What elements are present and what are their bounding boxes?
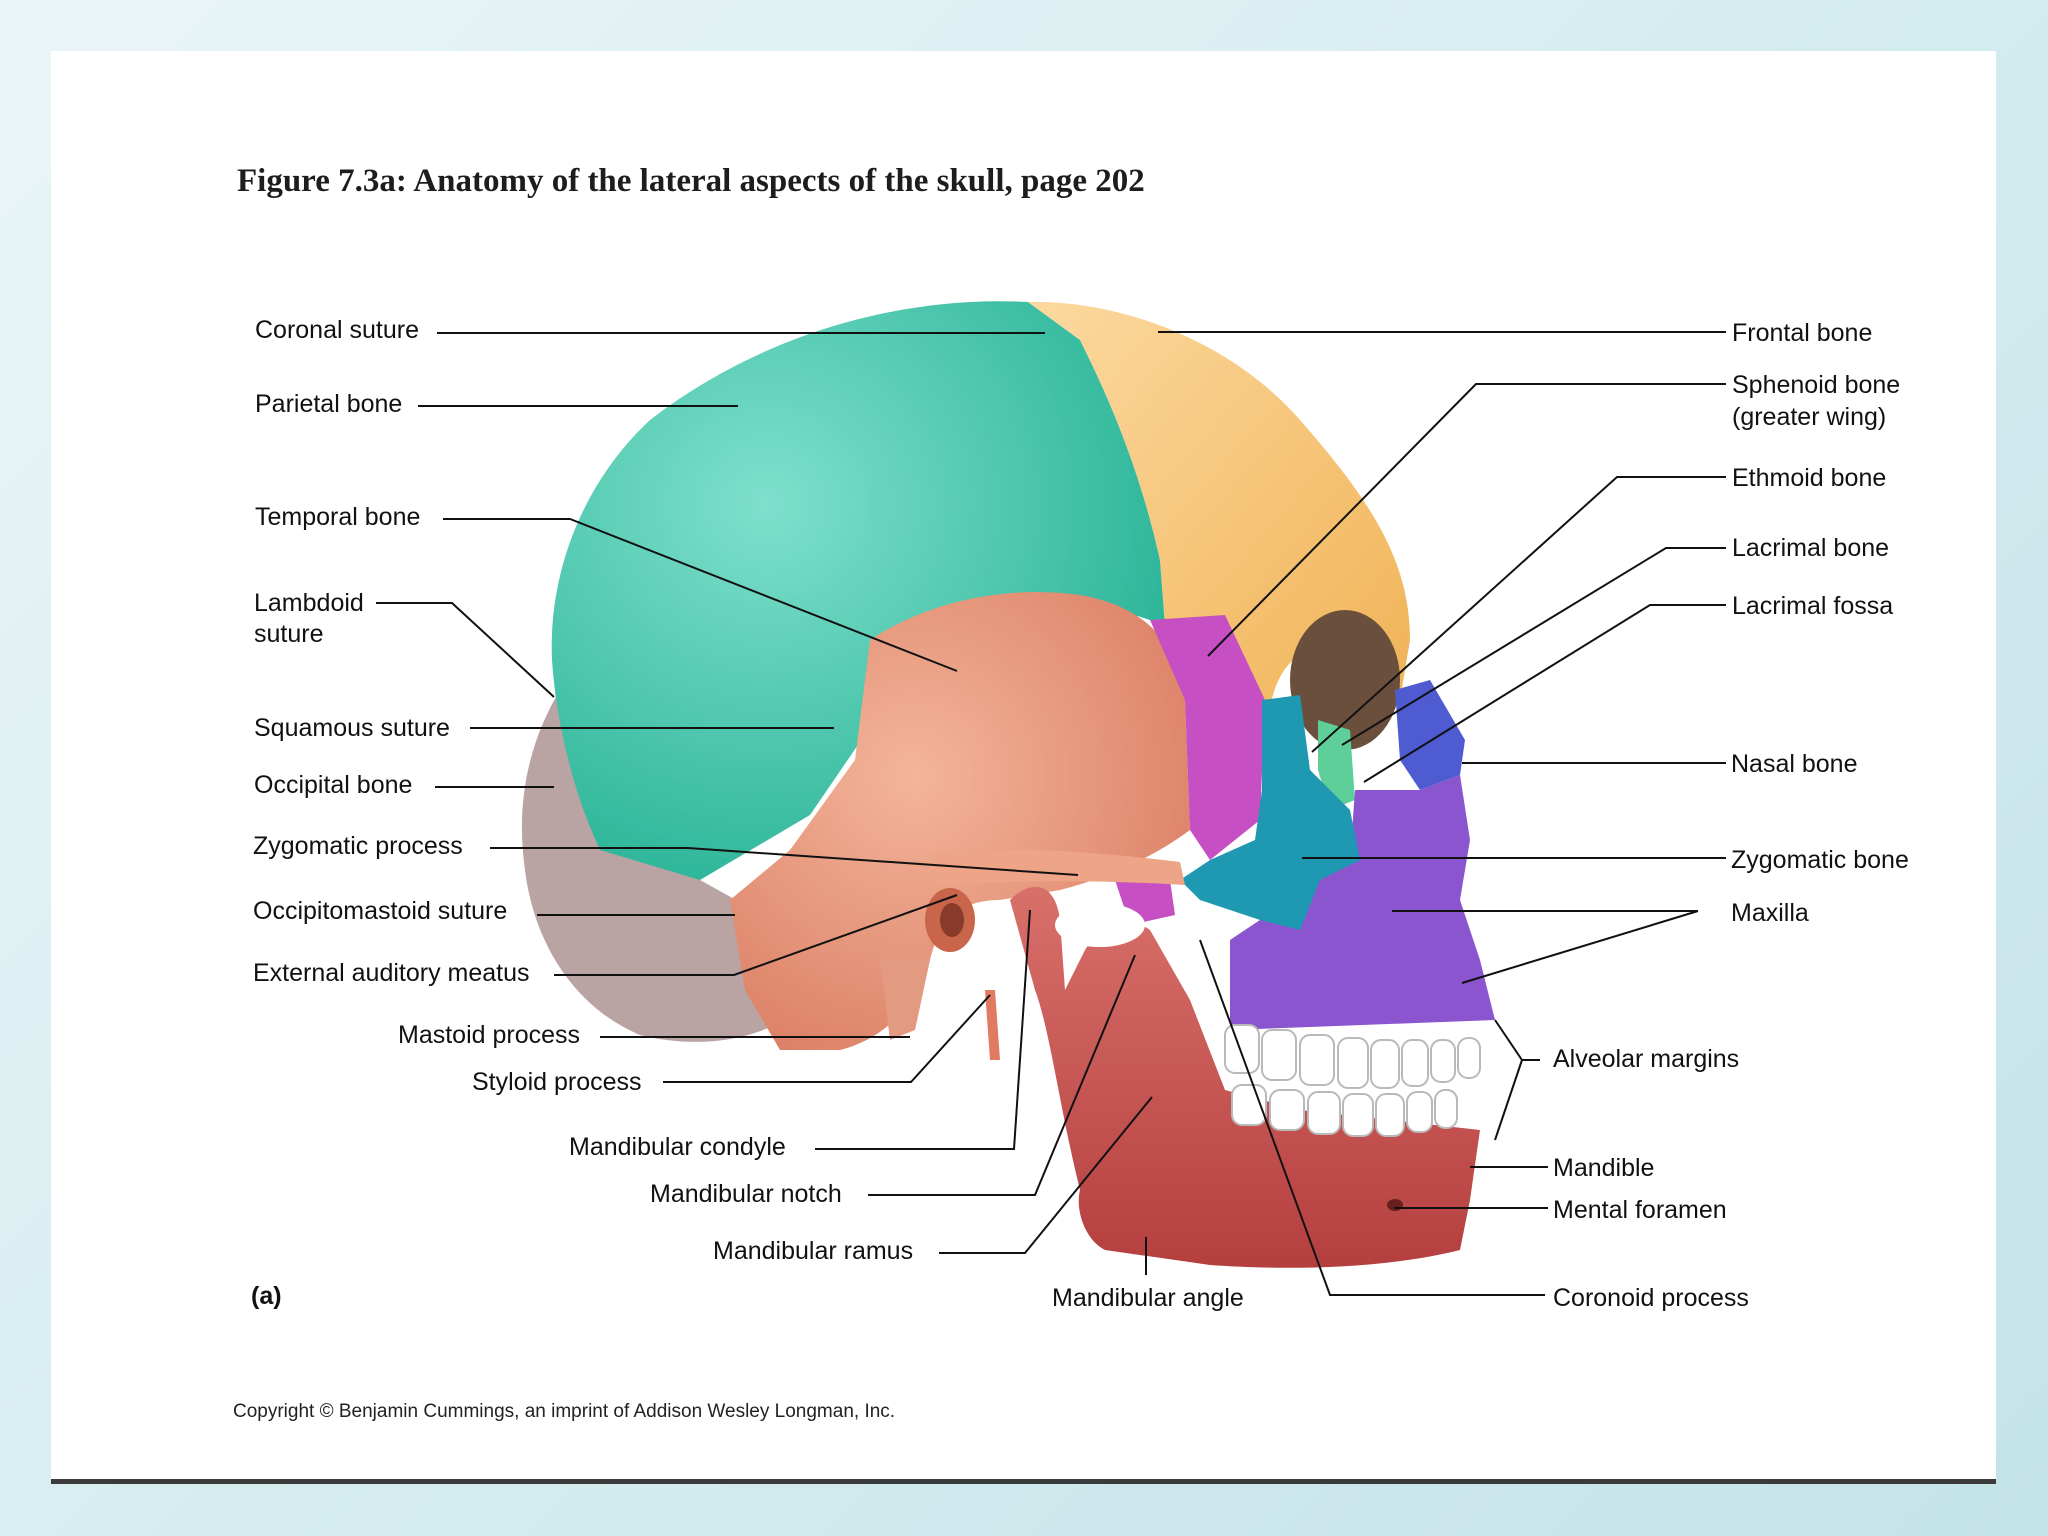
label-zygomatic-bone: Zygomatic bone bbox=[1731, 846, 1909, 874]
label-styloid-process: Styloid process bbox=[472, 1068, 642, 1096]
label-mental-foramen: Mental foramen bbox=[1553, 1196, 1727, 1224]
label-parietal-bone: Parietal bone bbox=[255, 390, 402, 418]
label-external-auditory-meatus: External auditory meatus bbox=[253, 959, 530, 987]
mandibular-notch-shape bbox=[1055, 903, 1145, 947]
mastoid-shape bbox=[880, 960, 930, 1040]
label-ethmoid-bone: Ethmoid bone bbox=[1732, 464, 1886, 492]
label-occipital-bone: Occipital bone bbox=[254, 771, 412, 799]
label-coronal-suture: Coronal suture bbox=[255, 316, 419, 344]
mental-foramen-shape bbox=[1387, 1199, 1403, 1211]
copyright-notice: Copyright © Benjamin Cummings, an imprin… bbox=[233, 1401, 895, 1422]
label-nasal-bone: Nasal bone bbox=[1731, 750, 1857, 778]
label-sphenoid-bone-line2: (greater wing) bbox=[1732, 403, 1886, 431]
label-lacrimal-bone: Lacrimal bone bbox=[1732, 534, 1889, 562]
label-squamous-suture: Squamous suture bbox=[254, 714, 450, 742]
label-coronoid-process: Coronoid process bbox=[1553, 1284, 1749, 1312]
label-sphenoid-bone-line1: Sphenoid bone bbox=[1732, 371, 1900, 399]
nasal-bone-shape bbox=[1395, 680, 1465, 790]
label-alveolar-margins: Alveolar margins bbox=[1553, 1045, 1739, 1073]
label-mandibular-ramus: Mandibular ramus bbox=[713, 1237, 913, 1265]
label-zygomatic-process: Zygomatic process bbox=[253, 832, 463, 860]
panel-label: (a) bbox=[251, 1282, 282, 1310]
auditory-meatus-opening bbox=[940, 903, 964, 937]
styloid-shape bbox=[985, 990, 1000, 1060]
label-frontal-bone: Frontal bone bbox=[1732, 319, 1872, 347]
upper-teeth bbox=[1225, 1025, 1480, 1088]
label-mandibular-angle: Mandibular angle bbox=[1052, 1284, 1244, 1312]
label-temporal-bone: Temporal bone bbox=[255, 503, 420, 531]
label-mastoid-process: Mastoid process bbox=[398, 1021, 580, 1049]
label-mandibular-notch: Mandibular notch bbox=[650, 1180, 842, 1208]
label-maxilla: Maxilla bbox=[1731, 899, 1809, 927]
label-lacrimal-fossa: Lacrimal fossa bbox=[1732, 592, 1893, 620]
label-mandibular-condyle: Mandibular condyle bbox=[569, 1133, 786, 1161]
label-lambdoid-suture-line2: suture bbox=[254, 620, 323, 648]
label-mandible: Mandible bbox=[1553, 1154, 1654, 1182]
label-occipitomastoid-suture: Occipitomastoid suture bbox=[253, 897, 507, 925]
label-lambdoid-suture-line1: Lambdoid bbox=[254, 589, 364, 617]
skull-illustration bbox=[522, 301, 1495, 1268]
